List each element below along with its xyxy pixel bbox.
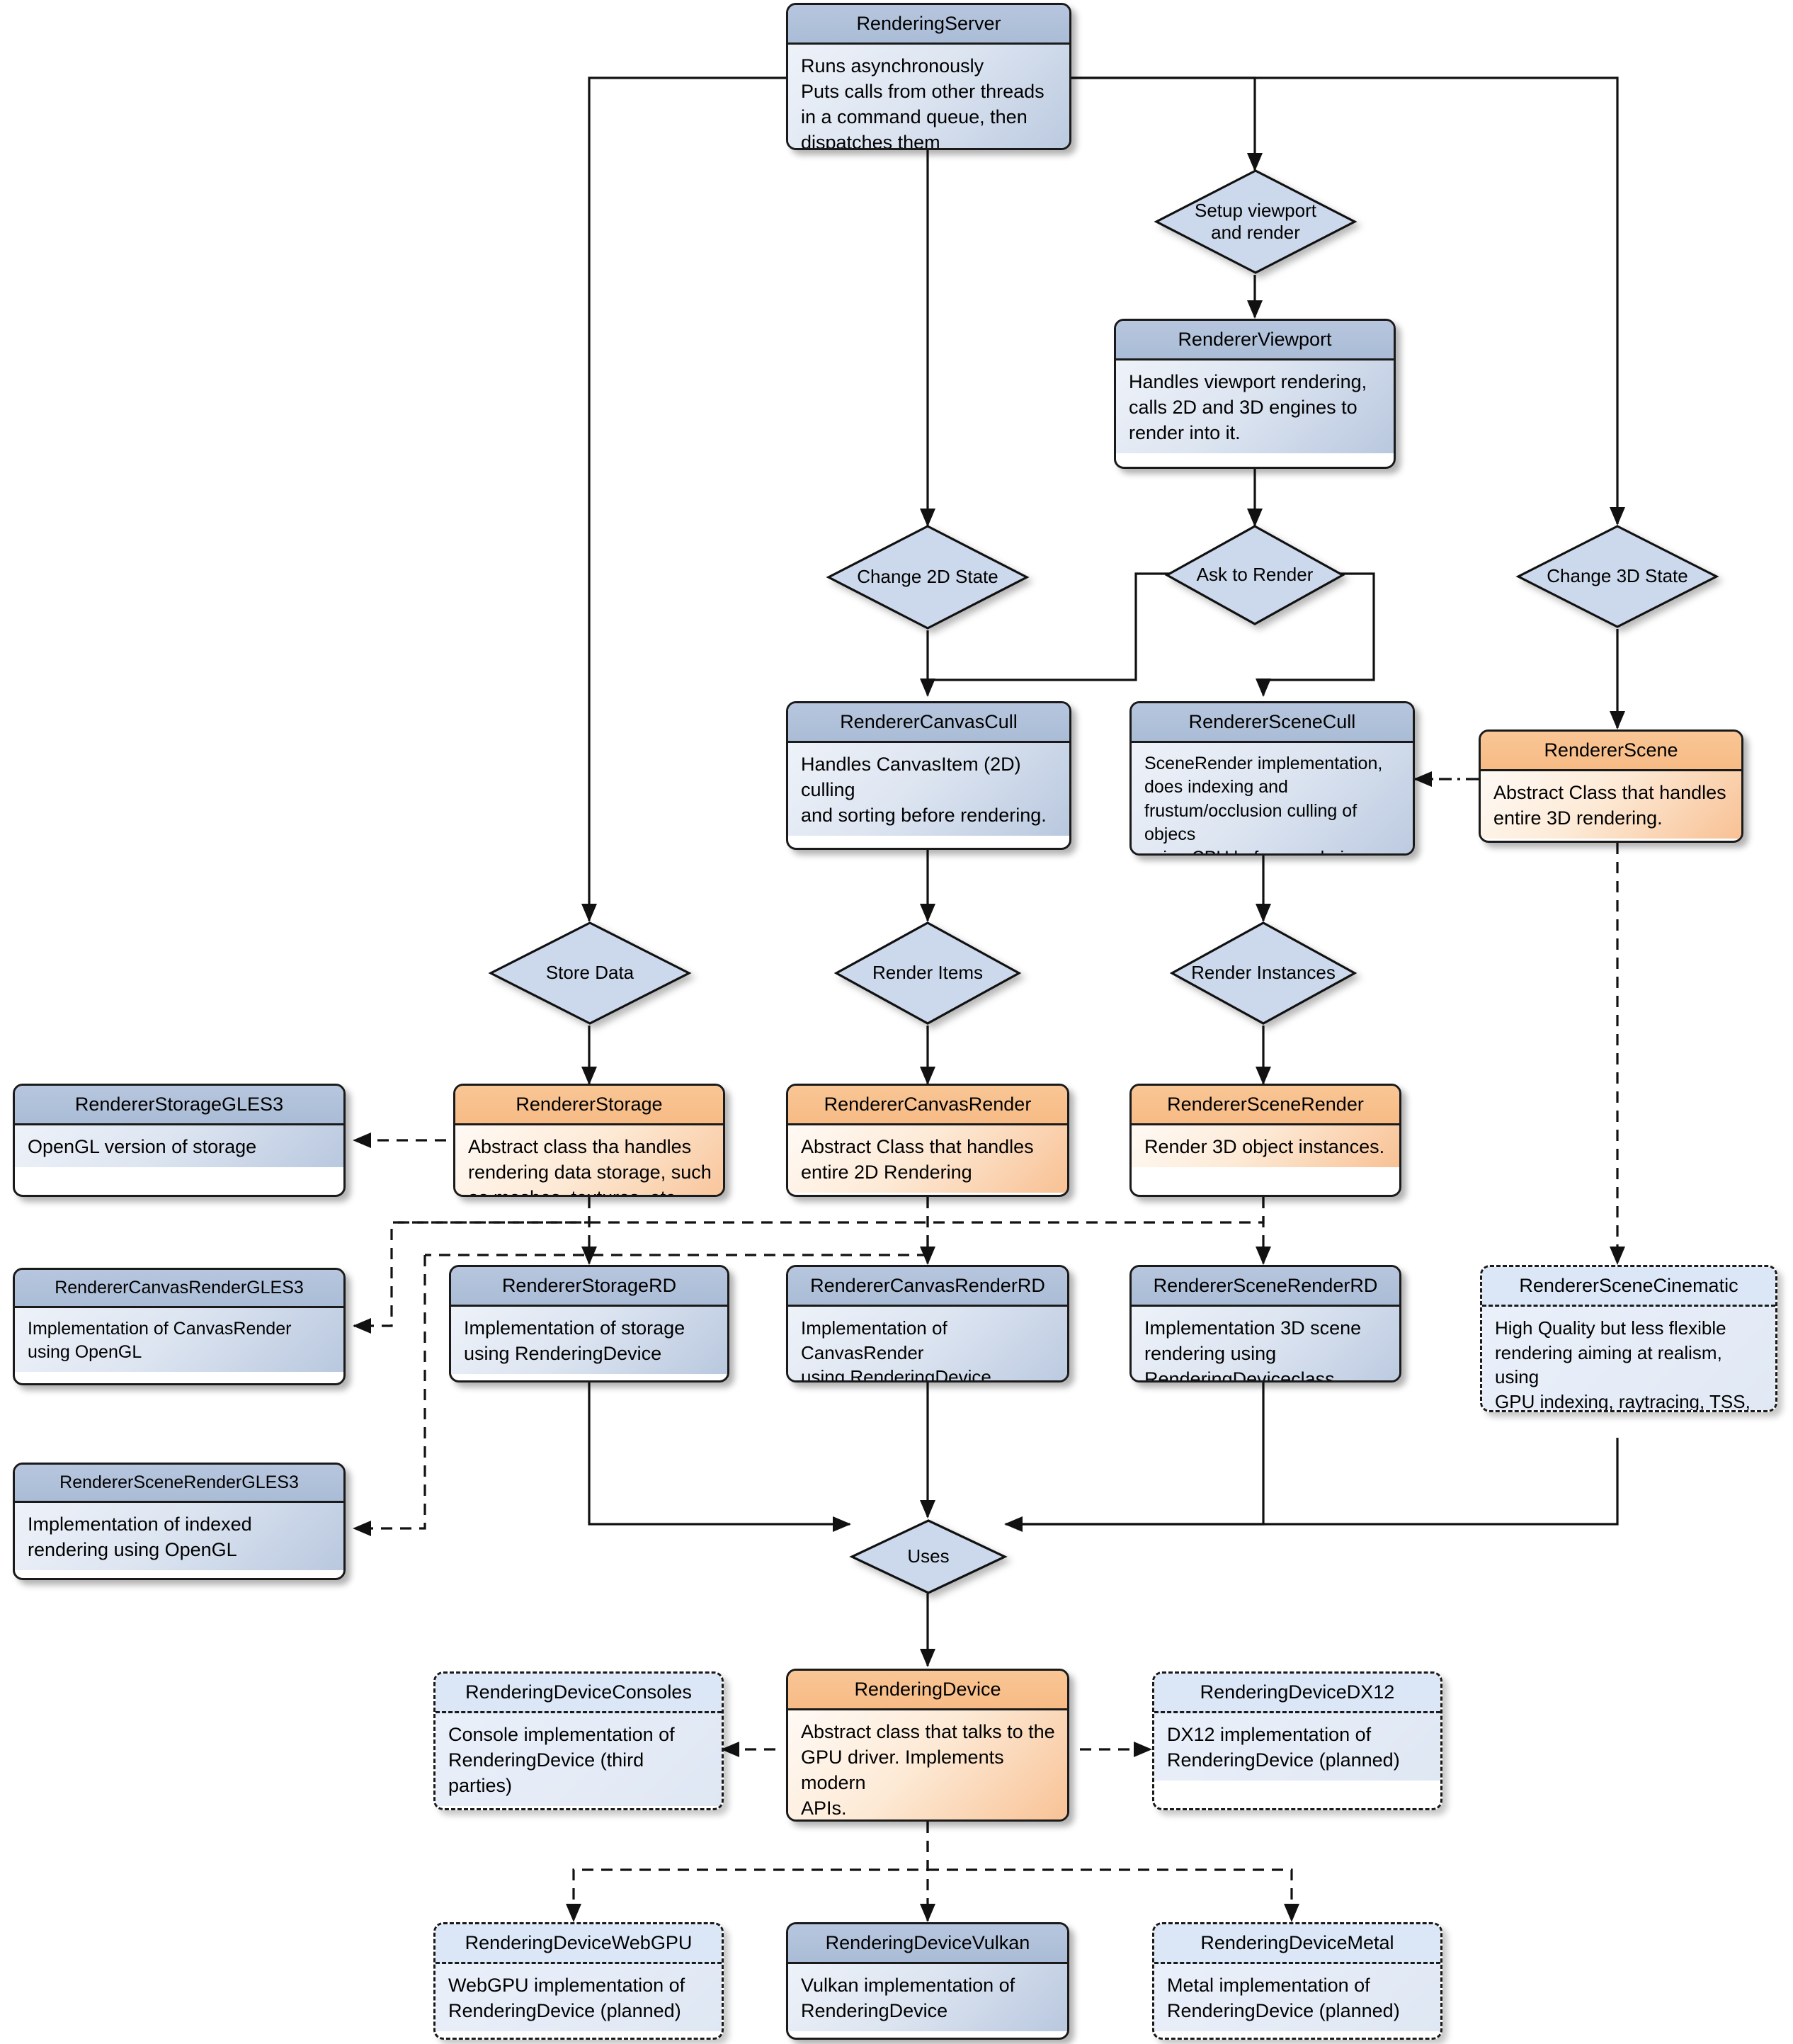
node-body: WebGPU implementation of RenderingDevice… (436, 1964, 722, 2031)
node-body: Implementation 3D scene rendering using … (1132, 1307, 1399, 1380)
node-rendering-device-metal[interactable]: RenderingDeviceMetal Metal implementatio… (1152, 1922, 1442, 2040)
node-renderer-canvas-cull[interactable]: RendererCanvasCull Handles CanvasItem (2… (786, 701, 1071, 850)
node-renderer-scene-render[interactable]: RendererSceneRender Render 3D object ins… (1129, 1084, 1401, 1197)
node-body: DX12 implementation of RenderingDevice (… (1154, 1713, 1440, 1781)
node-rendering-device-vulkan[interactable]: RenderingDeviceVulkan Vulkan implementat… (786, 1922, 1069, 2040)
node-title: RendererViewport (1116, 321, 1394, 360)
node-title: RendererSceneRenderGLES3 (15, 1465, 343, 1503)
node-title: RendererCanvasRenderGLES3 (15, 1270, 343, 1308)
node-title: RenderingDeviceDX12 (1154, 1674, 1440, 1713)
decision-change-2d-state[interactable]: Change 2D State (826, 524, 1030, 630)
node-renderer-canvas-render-gles3[interactable]: RendererCanvasRenderGLES3 Implementation… (13, 1268, 346, 1385)
node-body: Render 3D object instances. (1132, 1125, 1399, 1167)
node-rendering-device-consoles[interactable]: RenderingDeviceConsoles Console implemen… (433, 1671, 724, 1810)
node-body: Abstract class tha handles rendering dat… (455, 1125, 723, 1195)
node-body: Abstract Class that handles entire 2D Re… (788, 1125, 1067, 1193)
node-title: RenderingDeviceWebGPU (436, 1924, 722, 1964)
node-title: RenderingDeviceVulkan (788, 1924, 1067, 1964)
node-renderer-scene-cull[interactable]: RendererSceneCull SceneRender implementa… (1129, 701, 1415, 856)
decision-store-data[interactable]: Store Data (488, 921, 692, 1026)
node-renderer-storage-rd[interactable]: RendererStorageRD Implementation of stor… (449, 1265, 729, 1382)
decision-setup-viewport-and-render[interactable]: Setup viewport and render (1154, 169, 1357, 275)
node-title: RenderingDevice (788, 1671, 1067, 1710)
node-title: RendererSceneCull (1132, 703, 1413, 743)
node-body: Implementation of CanvasRender using Ope… (15, 1308, 343, 1372)
node-body: SceneRender implementation, does indexin… (1132, 743, 1413, 853)
node-rendering-device-dx12[interactable]: RenderingDeviceDX12 DX12 implementation … (1152, 1671, 1442, 1810)
node-body: Runs asynchronously Puts calls from othe… (788, 45, 1069, 148)
node-title: RenderingDeviceConsoles (436, 1674, 722, 1713)
node-body: Metal implementation of RenderingDevice … (1154, 1964, 1440, 2031)
decision-render-items[interactable]: Render Items (833, 921, 1022, 1026)
node-body: Abstract Class that handles entire 3D re… (1481, 771, 1741, 839)
node-title: RendererStorageGLES3 (15, 1086, 343, 1125)
node-title: RenderingServer (788, 5, 1069, 45)
node-body: OpenGL version of storage (15, 1125, 343, 1167)
node-renderer-scene-render-gles3[interactable]: RendererSceneRenderGLES3 Implementation … (13, 1463, 346, 1580)
node-renderer-storage-gles3[interactable]: RendererStorageGLES3 OpenGL version of s… (13, 1084, 346, 1197)
node-renderer-canvas-render-rd[interactable]: RendererCanvasRenderRD Implementation of… (786, 1265, 1069, 1382)
node-rendering-device-webgpu[interactable]: RenderingDeviceWebGPU WebGPU implementat… (433, 1922, 724, 2040)
node-body: High Quality but less flexible rendering… (1482, 1307, 1775, 1410)
node-body: Implementation of indexed rendering usin… (15, 1503, 343, 1570)
node-title: RenderingDeviceMetal (1154, 1924, 1440, 1964)
node-renderer-scene-render-rd[interactable]: RendererSceneRenderRD Implementation 3D … (1129, 1265, 1401, 1382)
decision-change-3d-state[interactable]: Change 3D State (1515, 524, 1719, 629)
node-title: RendererCanvasRender (788, 1086, 1067, 1125)
node-title: RendererCanvasCull (788, 703, 1069, 743)
node-title: RendererSceneCinematic (1482, 1267, 1775, 1307)
node-renderer-storage[interactable]: RendererStorage Abstract class tha handl… (453, 1084, 725, 1197)
node-renderer-viewport[interactable]: RendererViewport Handles viewport render… (1114, 319, 1396, 469)
node-body: Abstract class that talks to the GPU dri… (788, 1710, 1067, 1819)
node-renderer-scene-cinematic[interactable]: RendererSceneCinematic High Quality but … (1480, 1265, 1777, 1412)
node-rendering-server[interactable]: RenderingServer Runs asynchronously Puts… (786, 3, 1071, 150)
node-title: RendererStorageRD (451, 1267, 727, 1307)
node-title: RendererCanvasRenderRD (788, 1267, 1067, 1307)
node-renderer-scene[interactable]: RendererScene Abstract Class that handle… (1479, 729, 1743, 843)
node-title: RendererStorage (455, 1086, 723, 1125)
node-renderer-canvas-render[interactable]: RendererCanvasRender Abstract Class that… (786, 1084, 1069, 1197)
decision-uses[interactable]: Uses (849, 1518, 1008, 1595)
node-title: RendererScene (1481, 732, 1741, 771)
node-body: Console implementation of RenderingDevic… (436, 1713, 722, 1806)
node-body: Implementation of CanvasRender using Ren… (788, 1307, 1067, 1380)
node-body: Implementation of storage using Renderin… (451, 1307, 727, 1374)
decision-ask-to-render[interactable]: Ask to Render (1164, 524, 1345, 626)
node-body: Handles viewport rendering, calls 2D and… (1116, 360, 1394, 453)
node-title: RendererSceneRender (1132, 1086, 1399, 1125)
decision-render-instances[interactable]: Render Instances (1169, 921, 1357, 1026)
node-body: Handles CanvasItem (2D) culling and sort… (788, 743, 1069, 836)
node-title: RendererSceneRenderRD (1132, 1267, 1399, 1307)
node-body: Vulkan implementation of RenderingDevice (788, 1964, 1067, 2031)
node-rendering-device[interactable]: RenderingDevice Abstract class that talk… (786, 1669, 1069, 1822)
